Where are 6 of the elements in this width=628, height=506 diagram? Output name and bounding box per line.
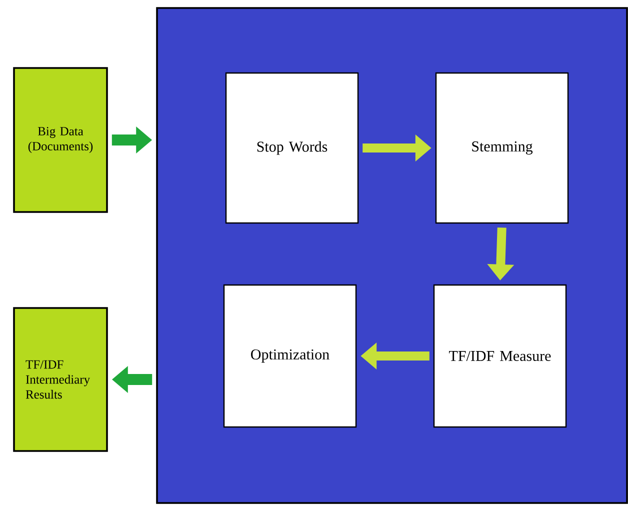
input-box: TF/IDF Intermediary Results bbox=[13, 307, 108, 452]
process-box: TF/IDF Measure bbox=[433, 284, 567, 428]
input-box: Big Data (Documents) bbox=[13, 67, 108, 213]
process-box: Stemming bbox=[435, 72, 569, 224]
process-box: Stop Words bbox=[225, 72, 359, 224]
process-box: Optimization bbox=[223, 284, 357, 428]
